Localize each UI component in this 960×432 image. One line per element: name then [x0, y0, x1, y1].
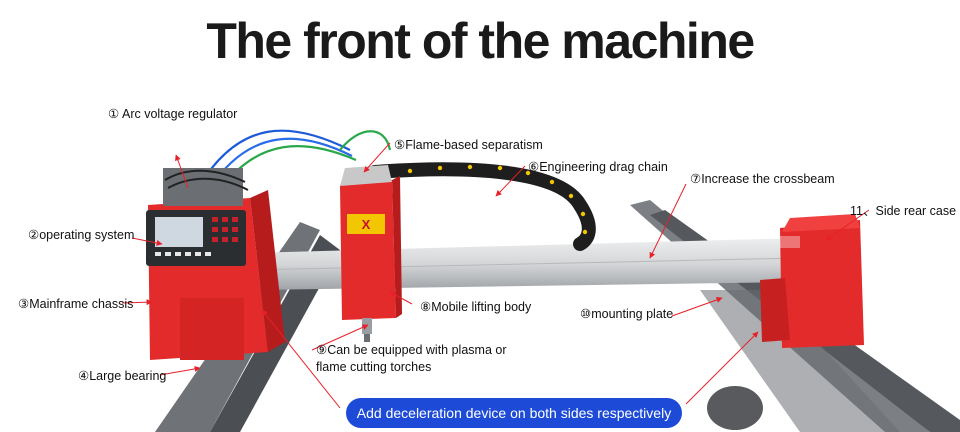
label-large-bearing: ④Large bearing [78, 369, 167, 383]
label-operating-system: ②operating system [28, 228, 135, 242]
mobile-lifting-body [340, 165, 402, 342]
label-mainframe-chassis: ③Mainframe chassis [18, 297, 134, 311]
label-arc-voltage-regulator: ① Arc voltage regulator [108, 107, 238, 121]
label-engineering-drag-chain: ⑥Engineering drag chain [528, 160, 668, 174]
page-title: The front of the machine [206, 13, 755, 69]
left-control-cabinet [146, 168, 285, 360]
right-side-case [760, 214, 864, 348]
label-flame-separatism: ⑤Flame-based separatism [394, 138, 543, 152]
deceleration-banner: Add deceleration device on both sides re… [346, 398, 682, 428]
drag-chain-dots [407, 164, 588, 235]
warning-plate-text: X [362, 217, 371, 232]
label-increase-crossbeam: ⑦Increase the crossbeam [690, 172, 835, 186]
label-cutting-torches: ⑨Can be equipped with plasma or flame cu… [316, 343, 507, 374]
label-mounting-plate: ⑩mounting plate [580, 307, 674, 321]
callout-arrows [121, 142, 870, 409]
label-side-rear-case: 11、Side rear case [850, 204, 957, 218]
drag-chain [368, 162, 596, 251]
label-mobile-lifting-body: ⑧Mobile lifting body [420, 300, 532, 314]
